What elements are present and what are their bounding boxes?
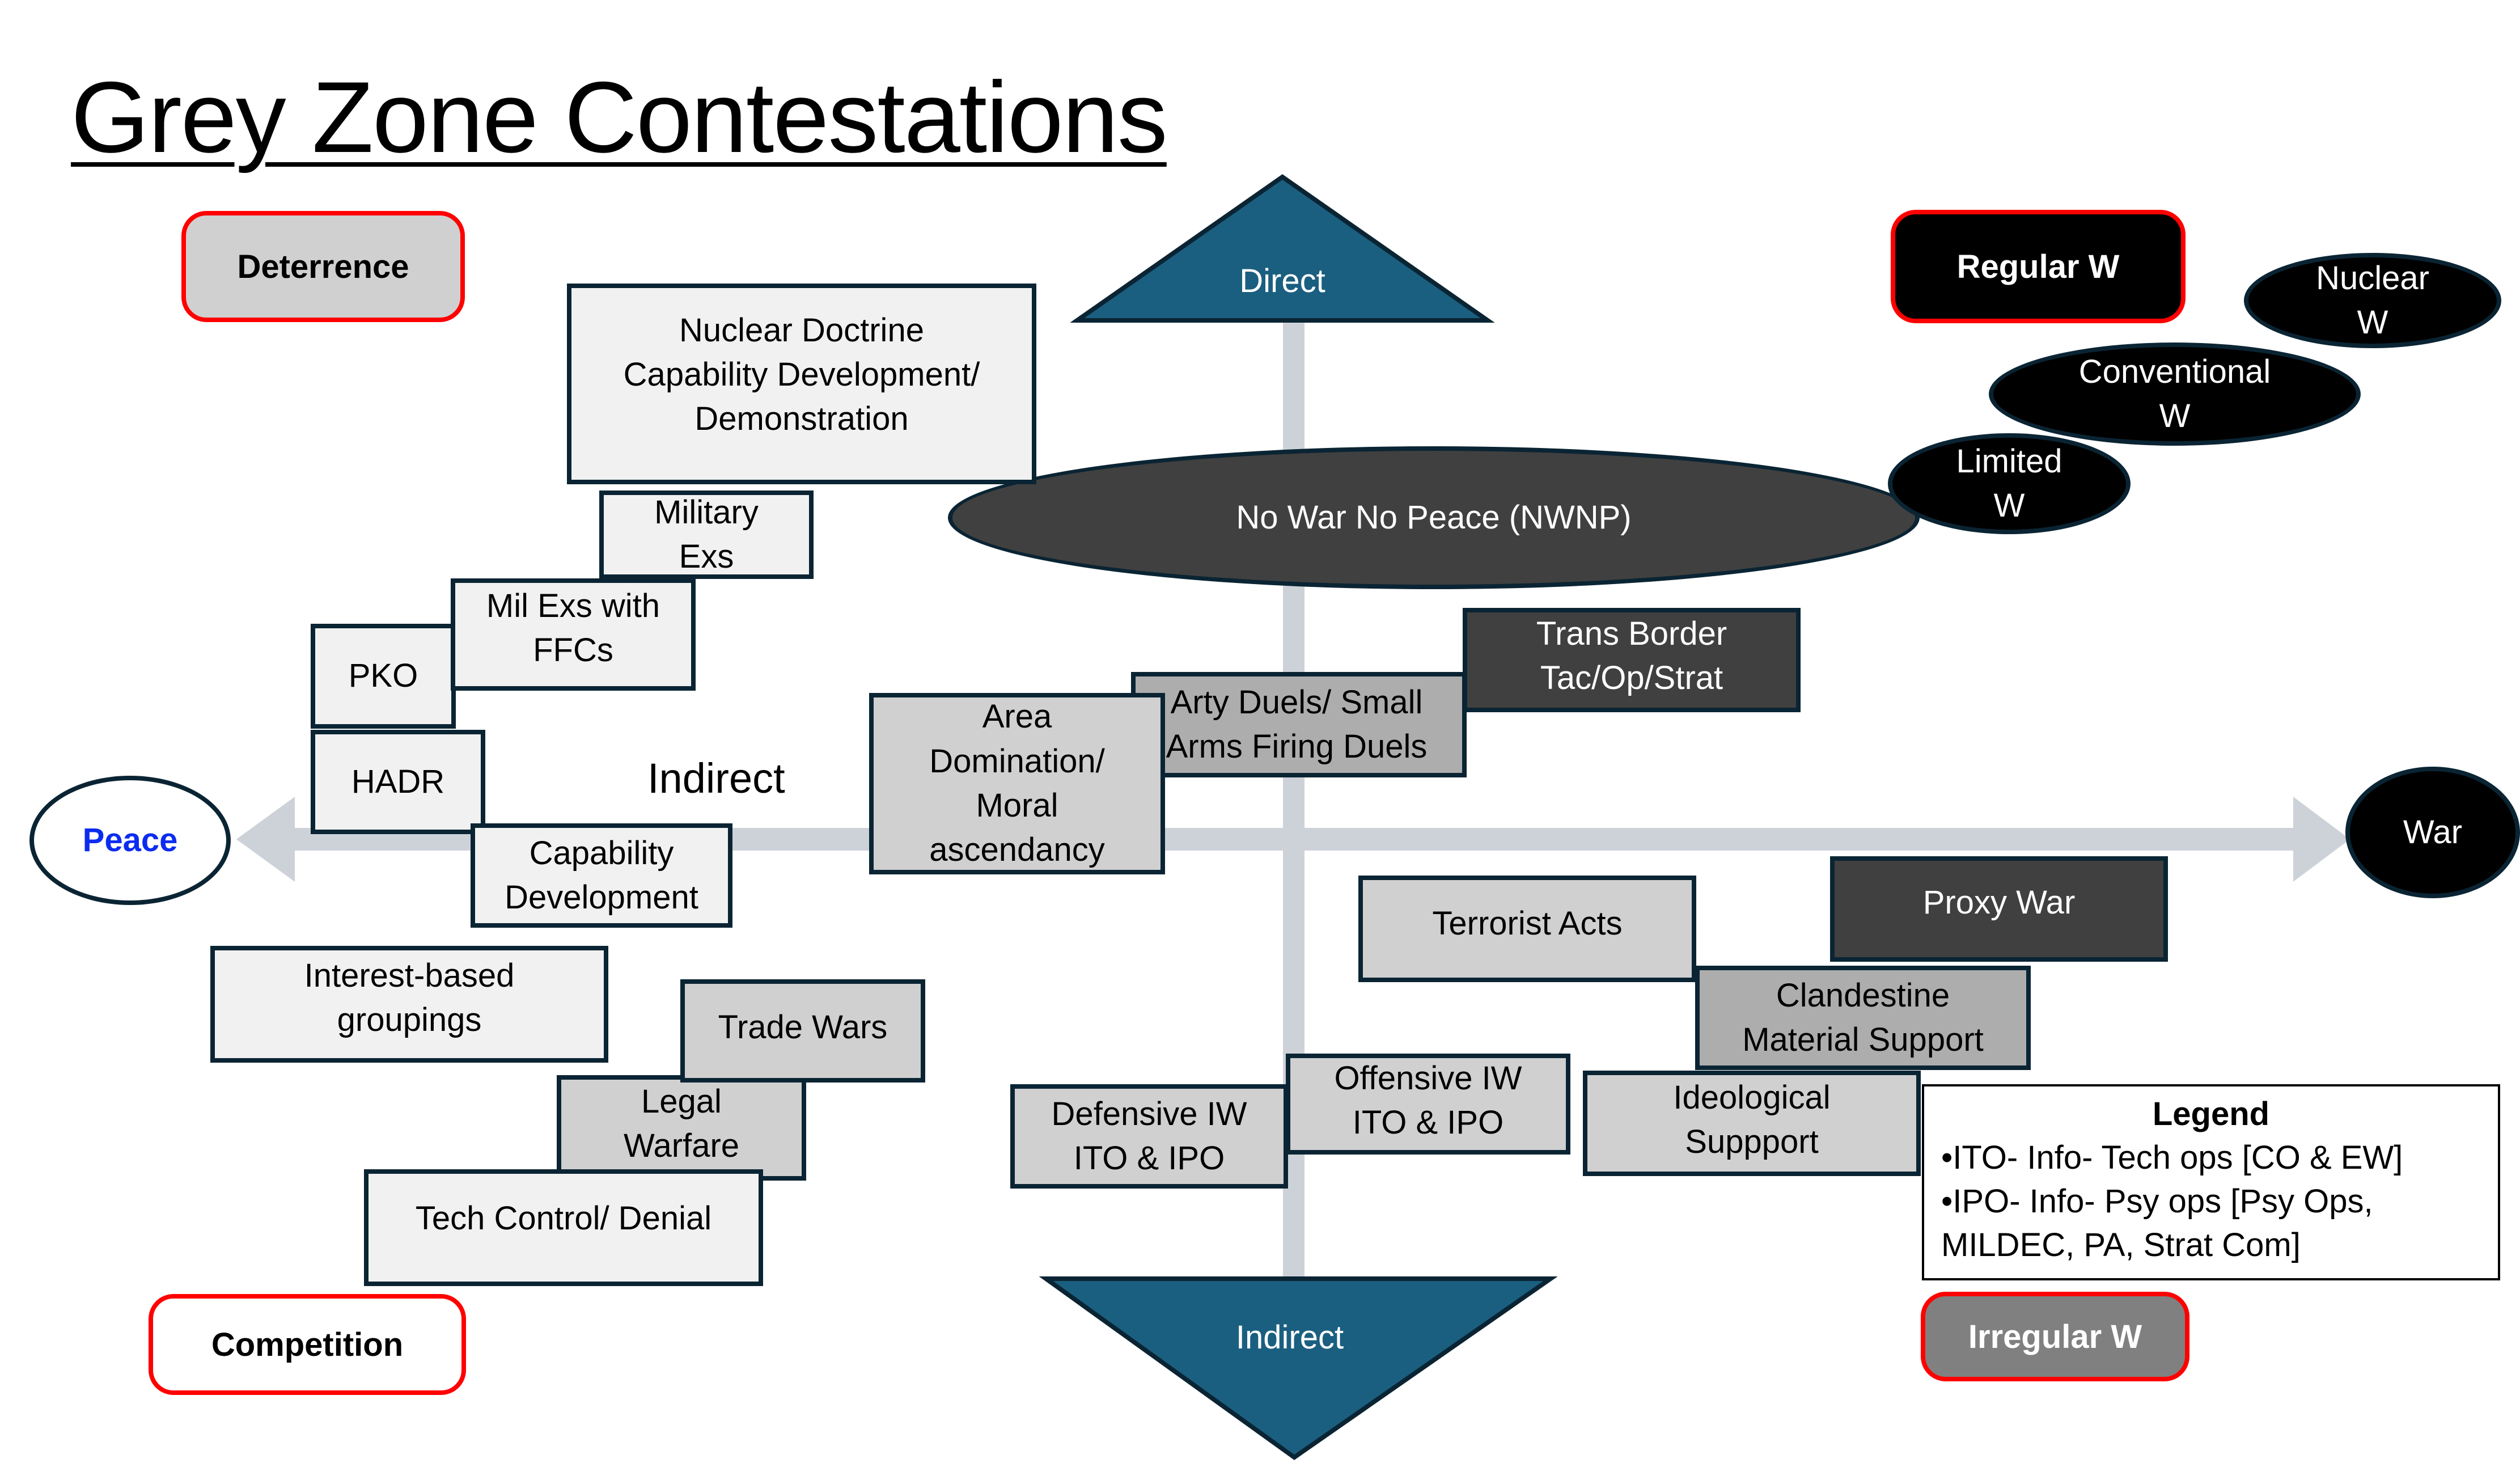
arty-duels-box: Arty Duels/ Small Arms Firing Duels [1131, 672, 1467, 777]
offensive-iw-text: Offensive IW ITO & IPO [1334, 1059, 1522, 1141]
limited-war-node: Limited W [1888, 433, 2131, 534]
war-text: War [2403, 813, 2463, 851]
nwnp-text: No War No Peace (NWNP) [1236, 498, 1632, 536]
tech-control-box: Tech Control/ Denial [364, 1169, 763, 1286]
limited-war-text: Limited W [1956, 442, 2062, 524]
area-domination-box: Area Domination/ Moral ascendancy [869, 693, 1165, 874]
mil-exs-ffcs-box: Mil Exs with FFCs [451, 578, 696, 691]
right-arrow-head [2293, 797, 2350, 882]
peace-node: Peace [29, 776, 231, 905]
pko-text: PKO [348, 657, 418, 695]
capability-development-text: Capability Development [505, 834, 698, 916]
indirect-axis-label: Indirect [647, 755, 785, 802]
terrorist-acts-box: Terrorist Acts [1358, 876, 1696, 982]
proxy-war-text: Proxy War [1922, 883, 2076, 921]
military-exs-text: Military Exs [654, 493, 759, 575]
capability-development-box: Capability Development [471, 823, 732, 928]
mil-exs-ffcs-text: Mil Exs with FFCs [486, 587, 660, 669]
ideological-support-text: Ideological Suppport [1673, 1079, 1831, 1160]
nuclear-doctrine-box: Nuclear Doctrine Capability Development/… [567, 284, 1036, 484]
trans-border-box: Trans Border Tac/Op/Strat [1463, 608, 1801, 712]
legend-box: Legend •ITO- Info- Tech ops [CO & EW] •I… [1922, 1084, 2500, 1280]
interest-groupings-box: Interest-based groupings [210, 946, 608, 1063]
irregular-war-text: Irregular W [1968, 1318, 2142, 1355]
deterrence-label: Deterrence [181, 211, 465, 322]
indirect-bottom-label: Indirect [1235, 1319, 1344, 1356]
indirect-triangle [1039, 1276, 1558, 1460]
legend-item-ipo: •IPO- Info- Psy ops [Psy Ops, MILDEC, PA… [1941, 1183, 2373, 1264]
hadr-text: HADR [351, 763, 445, 800]
defensive-iw-text: Defensive IW ITO & IPO [1051, 1095, 1247, 1177]
war-node: War [2345, 767, 2520, 898]
nuclear-war-text: Nuclear W [2316, 259, 2429, 341]
ideological-support-box: Ideological Suppport [1583, 1071, 1921, 1176]
legend-item-ito: •ITO- Info- Tech ops [CO & EW] [1941, 1139, 2403, 1177]
legal-warfare-text: Legal Warfare [623, 1083, 740, 1164]
legend-heading: Legend [2152, 1096, 2270, 1132]
clandestine-support-box: Clandestine Material Support [1695, 966, 2031, 1070]
nuclear-war-node: Nuclear W [2244, 253, 2501, 348]
conventional-war-node: Conventional W [1989, 343, 2361, 446]
interest-groupings-text: Interest-based groupings [304, 957, 515, 1038]
defensive-iw-box: Defensive IW ITO & IPO [1010, 1084, 1288, 1189]
proxy-war-box: Proxy War [1830, 856, 2168, 962]
competition-label: Competition [149, 1294, 466, 1395]
offensive-iw-box: Offensive IW ITO & IPO [1286, 1054, 1570, 1155]
area-domination-text: Area Domination/ Moral ascendancy [929, 698, 1105, 869]
terrorist-acts-text: Terrorist Acts [1432, 905, 1623, 942]
conventional-war-text: Conventional W [2078, 353, 2271, 434]
irregular-war-label: Irregular W [1921, 1292, 2189, 1381]
page-title: Grey Zone Contestations [71, 61, 1168, 174]
arty-duels-text: Arty Duels/ Small Arms Firing Duels [1166, 683, 1428, 765]
trans-border-text: Trans Border Tac/Op/Strat [1536, 615, 1727, 696]
direct-label: Direct [1239, 263, 1325, 299]
hadr-box: HADR [311, 730, 485, 834]
pko-box: PKO [311, 624, 456, 729]
peace-text: Peace [82, 821, 178, 859]
left-arrow-head [236, 797, 295, 882]
nuclear-doctrine-text: Nuclear Doctrine Capability Development/… [623, 311, 980, 438]
clandestine-support-text: Clandestine Material Support [1742, 976, 1984, 1058]
deterrence-text: Deterrence [237, 248, 409, 285]
regular-war-label: Regular W [1891, 210, 2186, 323]
regular-war-text: Regular W [1956, 248, 2120, 285]
direct-triangle [1070, 174, 1495, 323]
legal-warfare-box: Legal Warfare [557, 1075, 806, 1181]
competition-text: Competition [211, 1326, 404, 1363]
trade-wars-text: Trade Wars [718, 1008, 888, 1046]
tech-control-text: Tech Control/ Denial [415, 1199, 712, 1237]
trade-wars-box: Trade Wars [680, 979, 925, 1083]
nwnp-node: No War No Peace (NWNP) [948, 446, 1920, 589]
military-exs-box: Military Exs [599, 491, 814, 579]
